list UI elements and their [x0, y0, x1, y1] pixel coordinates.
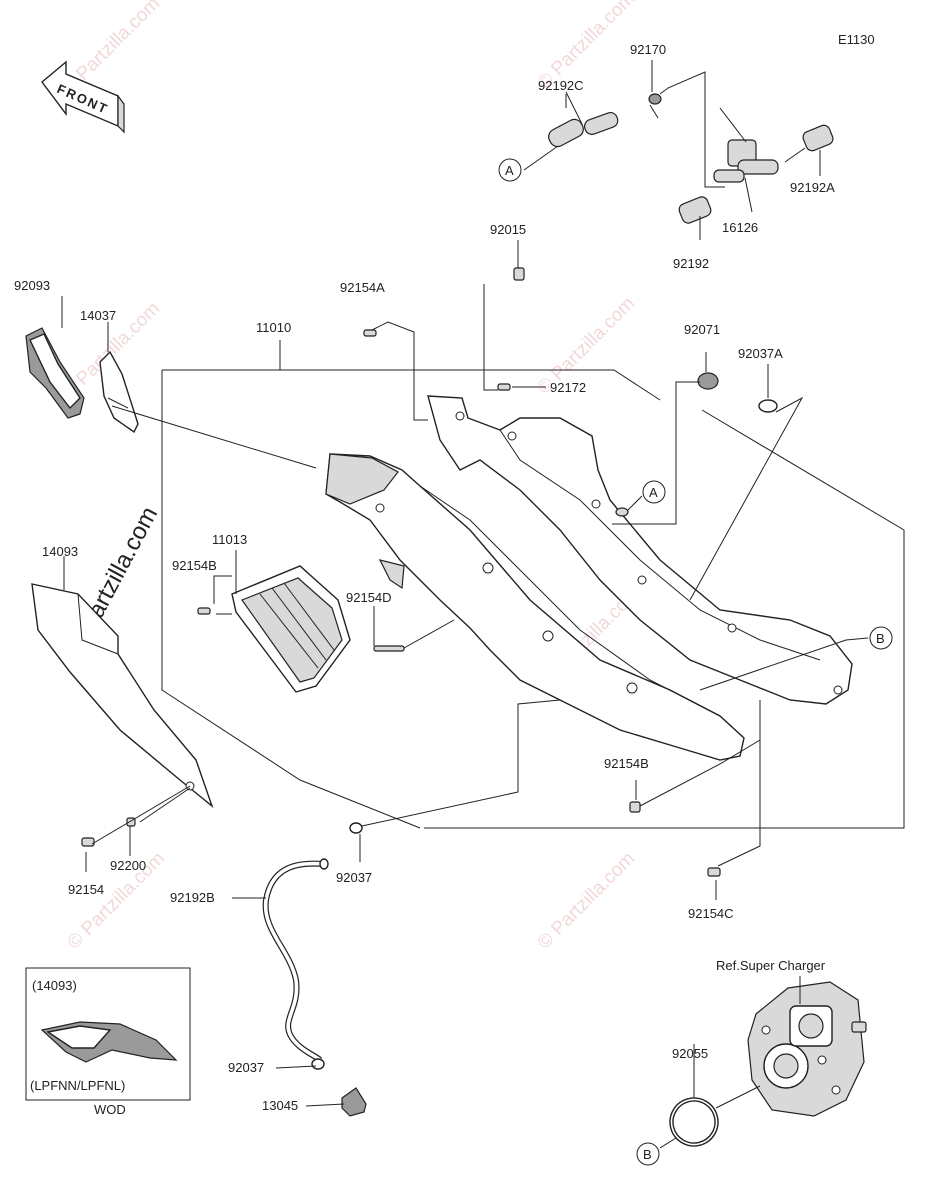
clamp-92037 — [349, 822, 363, 834]
connector-a-label: A — [649, 485, 658, 500]
part-label-92154d[interactable]: 92154D — [346, 590, 392, 605]
cap-13045 — [341, 1087, 367, 1117]
part-label-92192[interactable]: 92192 — [673, 256, 709, 271]
part-label-92154c[interactable]: 92154C — [688, 906, 734, 921]
part-label-13045[interactable]: 13045 — [262, 1098, 298, 1113]
watermark: © Partzilla.com — [534, 848, 639, 953]
grommet-92071 — [697, 372, 719, 390]
part-label-92154[interactable]: 92154 — [68, 882, 104, 897]
super-charger — [747, 981, 867, 1117]
part-label-92071[interactable]: 92071 — [684, 322, 720, 337]
bolt-92172 — [497, 383, 511, 391]
inset-part-ref: (14093) — [32, 978, 77, 993]
part-label-92015[interactable]: 92015 — [490, 222, 526, 237]
part-label-92170[interactable]: 92170 — [630, 42, 666, 57]
air-duct-11010 — [325, 395, 853, 761]
part-label-92154b-right[interactable]: 92154B — [604, 756, 649, 771]
part-label-92154b-left[interactable]: 92154B — [172, 558, 217, 573]
part-label-14093[interactable]: 14093 — [42, 544, 78, 559]
connector-a-duct: A — [642, 480, 666, 504]
leader-lines — [61, 94, 905, 1149]
variant-inset: (14093) (LPFNN/LPFNL) WOD — [25, 967, 191, 1117]
duct-cover-14037 — [99, 350, 139, 434]
bolts — [81, 267, 721, 877]
vacuum-valve-assembly — [523, 60, 834, 240]
bolt-92015 — [513, 267, 525, 281]
part-label-92192c[interactable]: 92192C — [538, 78, 584, 93]
part-label-92037[interactable]: 92037 — [336, 870, 372, 885]
bolt-92154d — [373, 645, 405, 652]
part-label-16126[interactable]: 16126 — [722, 220, 758, 235]
part-label-92037a[interactable]: 92037A — [738, 346, 783, 361]
connector-b-duct: B — [869, 626, 893, 650]
side-cover-14093 — [31, 583, 214, 809]
bolt-92154b-right — [629, 801, 641, 813]
diagram-code: E1130 — [838, 32, 875, 47]
bracket-92093 — [25, 327, 85, 419]
bolt-92154b-left — [197, 607, 211, 615]
part-label-92192b[interactable]: 92192B — [170, 890, 215, 905]
bolt-92154c — [707, 867, 721, 877]
connector-b-charger: B — [636, 1142, 660, 1166]
part-label-92154a[interactable]: 92154A — [340, 280, 385, 295]
clamp-92037-lower — [311, 1058, 325, 1070]
inset-caption: WOD — [94, 1102, 126, 1117]
hose-92192b — [262, 822, 367, 1117]
part-label-92093[interactable]: 92093 — [14, 278, 50, 293]
part-labels: 92192C 92170 16126 92192A 92192 92015 92… — [14, 42, 835, 1113]
inset-variant: (LPFNN/LPFNL) — [30, 1078, 125, 1093]
ref-super-charger-label: Ref.Super Charger — [716, 958, 826, 973]
part-label-14037[interactable]: 14037 — [80, 308, 116, 323]
o-ring-92055 — [669, 1097, 719, 1147]
part-label-92192a[interactable]: 92192A — [790, 180, 835, 195]
connector-a-label: A — [505, 163, 514, 178]
part-label-11010[interactable]: 11010 — [256, 320, 291, 335]
part-label-11013[interactable]: 11013 — [212, 532, 247, 547]
connector-b-label: B — [643, 1147, 652, 1162]
connector-b-label: B — [876, 631, 885, 646]
part-label-92172[interactable]: 92172 — [550, 380, 586, 395]
part-label-92037-lower[interactable]: 92037 — [228, 1060, 264, 1075]
part-label-92055[interactable]: 92055 — [672, 1046, 708, 1061]
bolt-92154a — [363, 329, 377, 337]
connector-a-top: A — [498, 158, 522, 182]
clamp-92037a — [758, 399, 778, 413]
part-label-92200[interactable]: 92200 — [110, 858, 146, 873]
bolt-92154 — [81, 837, 95, 847]
air-filter-11013 — [231, 565, 351, 693]
